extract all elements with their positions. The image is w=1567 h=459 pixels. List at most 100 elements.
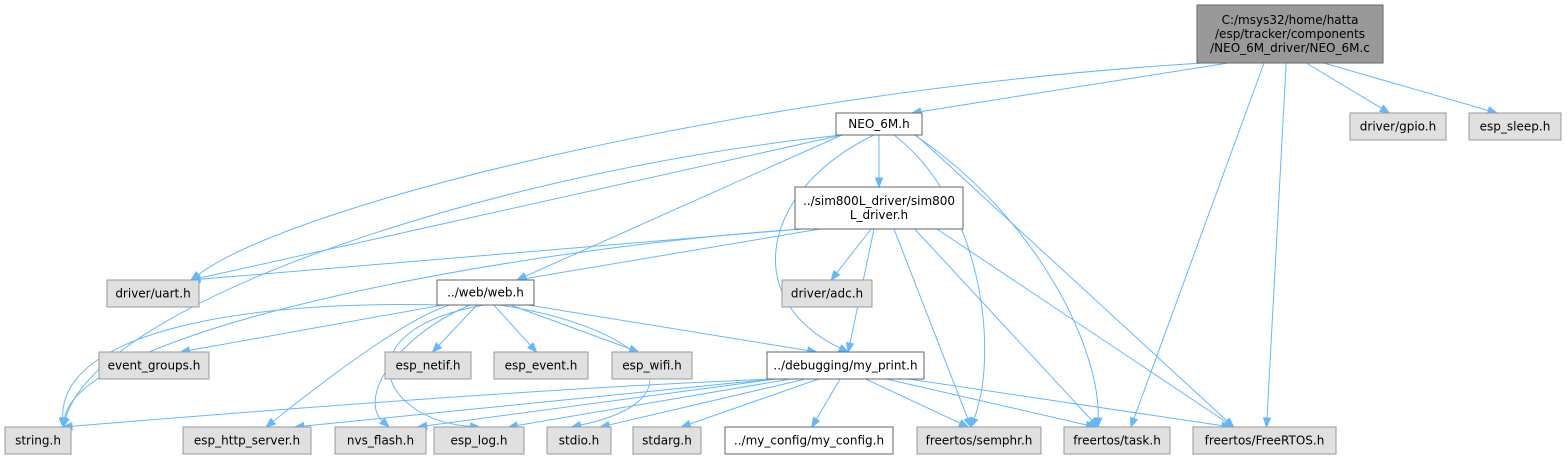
arrowhead-icon — [265, 417, 277, 428]
node-box — [1196, 4, 1384, 64]
node-nvs-flash-h: nvs_flash.h — [334, 426, 427, 455]
edge-line — [62, 304, 444, 419]
arrowhead-icon — [970, 416, 979, 429]
edge-line — [816, 378, 841, 420]
node-esp-netif-h: esp_netif.h — [384, 351, 472, 380]
edge-neo6m_h-to-web_h — [515, 134, 843, 281]
edge-sim800l_h-to-string_h — [60, 228, 802, 429]
edge-root-to-gpio_h — [1305, 62, 1391, 114]
node-box — [632, 426, 702, 455]
node-label: ../web/web.h — [447, 286, 524, 300]
node-uart-h: driver/uart.h — [106, 279, 200, 308]
node-label: string.h — [15, 434, 61, 448]
node-esp-wifi-h: esp_wifi.h — [611, 351, 693, 380]
nodes-layer: C:/msys32/home/hatta/esp/tracker/compone… — [4, 4, 1562, 455]
node-box — [766, 351, 925, 380]
edge-line — [510, 304, 631, 350]
node-label: /esp/tracker/components — [1215, 27, 1365, 41]
arrowhead-icon — [963, 416, 972, 429]
arrowhead-icon — [1088, 417, 1099, 429]
edge-line — [1266, 62, 1287, 419]
edge-neo6m_h-to-task_h — [914, 134, 1103, 429]
node-box — [493, 351, 589, 380]
edge-line — [438, 304, 478, 346]
arrowhead-icon — [845, 341, 855, 354]
edge-line — [426, 378, 776, 427]
arrowhead-icon — [811, 416, 821, 429]
edge-web_h-to-event_groups_h — [179, 304, 444, 355]
node-box — [98, 351, 210, 380]
node-box — [724, 426, 894, 455]
node-stdarg-h: stdarg.h — [632, 426, 702, 455]
node-label: L_driver.h — [850, 208, 908, 222]
node-label: NEO_6M.h — [848, 117, 909, 131]
node-box — [384, 351, 472, 380]
edge-web_h-to-string_h — [58, 304, 444, 429]
node-label: /NEO_6M_driver/NEO_6M.c — [1210, 41, 1370, 55]
edge-my_print_h-to-nvs_flash_h — [416, 378, 776, 430]
node-box — [334, 426, 427, 455]
edge-neo6m_h-to-freertos_h — [915, 134, 1235, 428]
node-esp-http-server-h: esp_http_server.h — [182, 426, 312, 455]
node-box — [4, 426, 72, 455]
node-label: C:/msys32/home/hatta — [1222, 13, 1359, 27]
node-my-config-h[interactable]: ../my_config/my_config.h — [724, 426, 894, 455]
edge-line — [71, 378, 774, 427]
node-label: ../debugging/my_print.h — [773, 359, 917, 373]
node-label: esp_netif.h — [395, 359, 460, 373]
edge-line — [836, 228, 872, 274]
edge-sim800l_h-to-adc_h — [830, 228, 872, 282]
node-box — [106, 279, 200, 308]
node-label: esp_wifi.h — [622, 359, 681, 373]
node-root[interactable]: C:/msys32/home/hatta/esp/tracker/compone… — [1196, 4, 1384, 64]
node-label: esp_event.h — [505, 359, 578, 373]
node-box — [1468, 112, 1562, 141]
edge-line — [189, 304, 444, 351]
node-box — [1063, 426, 1171, 455]
edge-sim800l_h-to-web_h — [515, 228, 821, 283]
node-box — [436, 279, 535, 306]
node-esp-log-h: esp_log.h — [433, 426, 525, 455]
node-esp-sleep-h: esp_sleep.h — [1468, 112, 1562, 141]
node-task-h: freertos/task.h — [1063, 426, 1171, 455]
node-neo6m-h[interactable]: NEO_6M.h — [835, 112, 923, 136]
edge-line — [893, 228, 969, 419]
node-adc-h: driver/adc.h — [781, 279, 873, 308]
edge-my_print_h-to-esp_http_server_h — [293, 378, 774, 431]
node-gpio-h: driver/gpio.h — [1349, 112, 1447, 141]
node-box — [182, 426, 312, 455]
node-label: driver/gpio.h — [1360, 120, 1436, 134]
arrowhead-icon — [431, 342, 443, 354]
node-event-groups-h: event_groups.h — [98, 351, 210, 380]
edge-line — [689, 378, 819, 425]
edge-line — [272, 304, 450, 422]
node-box — [546, 426, 612, 455]
node-label: event_groups.h — [108, 359, 201, 373]
node-my-print-h[interactable]: ../debugging/my_print.h — [766, 351, 925, 380]
edge-root-to-freertos_h — [1262, 62, 1287, 429]
node-web-h[interactable]: ../web/web.h — [436, 279, 535, 306]
edge-line — [914, 134, 1099, 419]
edge-neo6m_h-to-uart_h — [189, 134, 843, 283]
node-sim800l-h[interactable]: ../sim800L_driver/sim800L_driver.h — [794, 186, 964, 230]
edge-line — [197, 62, 1204, 276]
edge-line — [914, 228, 1093, 421]
edge-line — [886, 378, 1087, 426]
node-label: stdarg.h — [642, 434, 692, 448]
edge-sim800l_h-to-freertos_h — [936, 228, 1235, 428]
node-freertos-h: freertos/FreeRTOS.h — [1192, 426, 1337, 455]
edge-my_print_h-to-my_config_h — [811, 378, 841, 429]
node-esp-event-h: esp_event.h — [493, 351, 589, 380]
arrowhead-icon — [874, 177, 884, 189]
node-box — [611, 351, 693, 380]
node-stdio-h: stdio.h — [546, 426, 612, 455]
edge-root-to-task_h — [1130, 62, 1265, 429]
edge-neo6m_h-to-sim800l_h — [874, 135, 884, 189]
edge-line — [493, 304, 531, 346]
node-box — [433, 426, 525, 455]
arrowhead-icon — [628, 344, 640, 353]
node-label: esp_http_server.h — [194, 434, 300, 448]
edge-line — [936, 228, 1227, 423]
edge-root-to-uart_h — [189, 62, 1204, 281]
